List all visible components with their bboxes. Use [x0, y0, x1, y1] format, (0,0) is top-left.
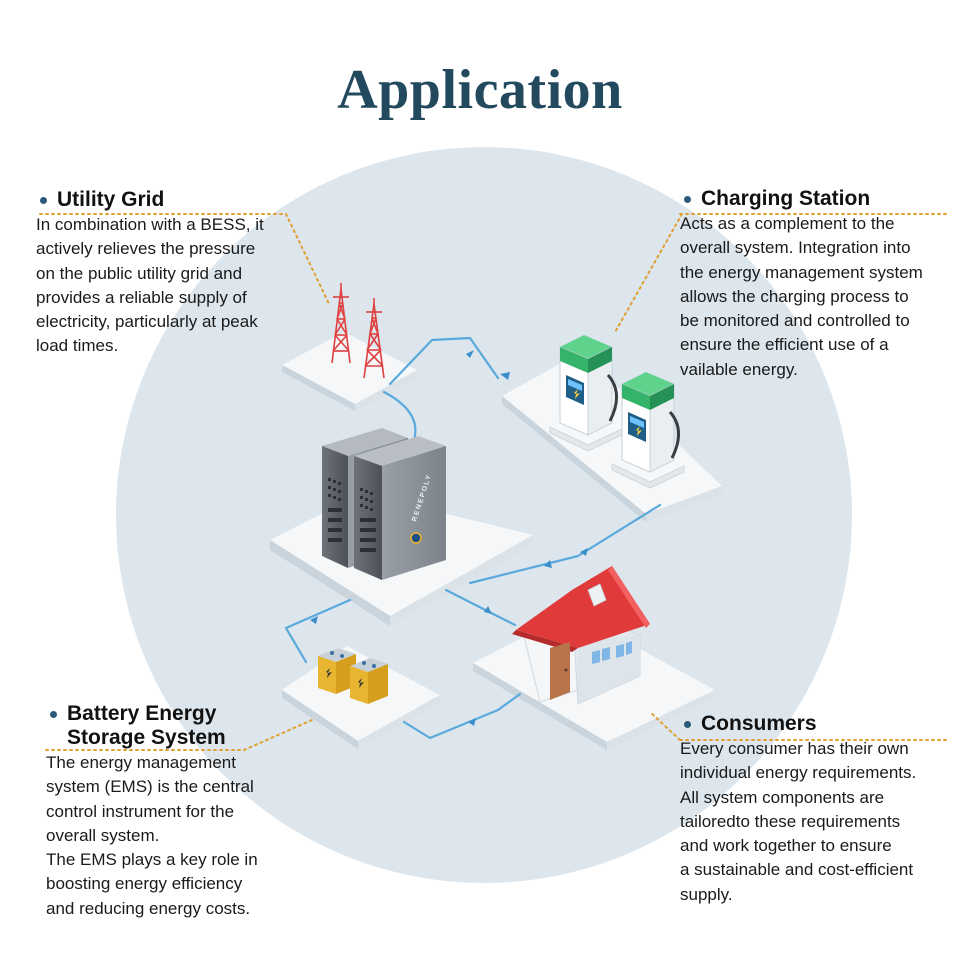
leader-bess	[45, 719, 313, 751]
charging-station-description: Acts as a complement to the overall syst…	[680, 214, 923, 379]
charging-station-heading: Charging Station	[701, 187, 871, 210]
battery-module-icon	[318, 648, 388, 704]
leader-charging-station	[613, 213, 947, 335]
consumers-section: Consumers Every consumer has their own i…	[680, 712, 959, 907]
consumers-description: Every consumer has their own individual …	[680, 739, 917, 904]
platform-grid	[282, 332, 417, 411]
page-title: Application	[337, 59, 623, 121]
flow-grid-to-charging	[388, 336, 500, 386]
flow-arrow-icon	[310, 350, 588, 726]
utility-grid-heading: Utility Grid	[57, 188, 165, 211]
flow-grid-to-bess	[382, 390, 417, 442]
energy-flow-lines	[284, 336, 662, 740]
bullet-icon	[684, 195, 691, 203]
bess-heading: Battery Energy Storage System	[67, 702, 226, 749]
bullet-icon	[40, 196, 47, 204]
transmission-tower-icon	[331, 283, 385, 379]
flow-bess-to-modules	[284, 598, 352, 664]
battery-cabinet-icon: RENEPOLY	[322, 428, 446, 580]
flow-modules-to-house	[402, 692, 522, 740]
flow-charging-to-house	[468, 503, 662, 585]
utility-grid-section: Utility Grid In combination with a BESS,…	[36, 188, 320, 359]
utility-grid-description: In combination with a BESS, it actively …	[36, 215, 264, 356]
flow-bess-to-house	[444, 588, 517, 627]
ev-charger-icon	[549, 335, 685, 489]
platform-charging	[502, 352, 722, 522]
leader-utility-grid	[39, 213, 331, 307]
bess-section: Battery Energy Storage System The energy…	[46, 702, 320, 921]
bullet-icon	[684, 720, 691, 728]
charging-station-section: Charging Station Acts as a complement to…	[680, 187, 959, 382]
house-icon	[512, 566, 650, 705]
bess-description: The energy management system (EMS) is th…	[46, 753, 258, 918]
consumers-heading: Consumers	[701, 712, 817, 735]
bullet-icon	[50, 711, 57, 718]
leader-consumers	[649, 711, 949, 741]
leader-lines	[39, 213, 949, 751]
